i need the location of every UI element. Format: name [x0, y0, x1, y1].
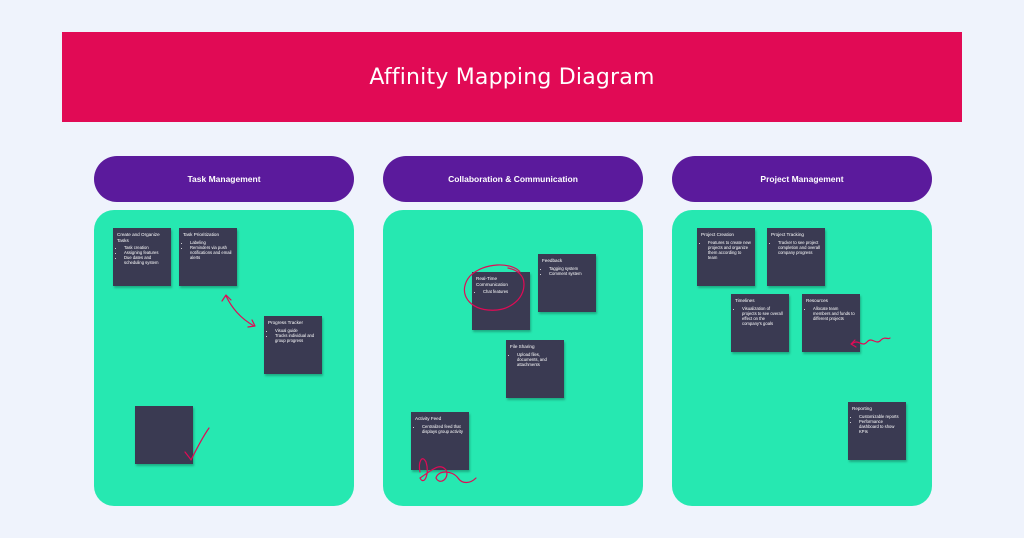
note-item: Due dates and scheduling system	[124, 255, 167, 265]
note-item: Features to create new projects and orga…	[708, 240, 751, 260]
note-title: Project Creation	[701, 232, 734, 237]
sticky-note-resources[interactable]: Resources Allocate team members and fund…	[802, 294, 860, 352]
note-item: Assigning features	[124, 250, 167, 255]
note-title: Task Prioritization	[183, 232, 219, 237]
note-item: Visual guide	[275, 328, 318, 333]
note-item: Tracks individual and group progress	[275, 333, 318, 343]
note-item: Allocate team members and funds to diffe…	[813, 306, 856, 321]
note-item: Task creation	[124, 245, 167, 250]
note-item: Reminders via push notifications and ema…	[190, 245, 233, 260]
note-title: Resources	[806, 298, 828, 303]
sticky-note-reporting[interactable]: Reporting Customizable reports Performan…	[848, 402, 906, 460]
sticky-note-project-creation[interactable]: Project Creation Features to create new …	[697, 228, 755, 286]
note-title: Real-Time Communication	[476, 276, 508, 287]
diagram-title: Affinity Mapping Diagram	[369, 64, 655, 90]
note-item: Visualization of projects to see overall…	[742, 306, 785, 326]
note-item: Customizable reports	[859, 414, 902, 419]
sticky-note-blank[interactable]	[135, 406, 193, 464]
note-title: Progress Tracker	[268, 320, 303, 325]
column-header-project-management: Project Management	[672, 156, 932, 202]
note-item: Performance dashboard to show KPIs	[859, 419, 902, 434]
note-title: Create and Organize Tasks	[117, 232, 160, 243]
column-header-collaboration: Collaboration & Communication	[383, 156, 643, 202]
sticky-note-file-sharing[interactable]: File Sharing Upload files, documents, an…	[506, 340, 564, 398]
note-item: Upload files, documents, and attachments	[517, 352, 560, 367]
title-banner: Affinity Mapping Diagram	[62, 32, 962, 122]
sticky-note-task-prioritization[interactable]: Task Prioritization Labeling Reminders v…	[179, 228, 237, 286]
note-item: Centralized feed that displays group act…	[422, 424, 465, 434]
sticky-note-feedback[interactable]: Feedback Tagging system Comment system	[538, 254, 596, 312]
note-title: File Sharing	[510, 344, 535, 349]
note-title: Reporting	[852, 406, 872, 411]
sticky-note-project-tracking[interactable]: Project Tracking Tracker to see project …	[767, 228, 825, 286]
note-title: Activity Feed	[415, 416, 442, 421]
sticky-note-activity-feed[interactable]: Activity Feed Centralized feed that disp…	[411, 412, 469, 470]
sticky-note-real-time-communication[interactable]: Real-Time Communication Chat features	[472, 272, 530, 330]
note-title: Timelines	[735, 298, 755, 303]
sticky-note-progress-tracker[interactable]: Progress Tracker Visual guide Tracks ind…	[264, 316, 322, 374]
note-title: Feedback	[542, 258, 563, 263]
note-item: Chat features	[483, 289, 526, 294]
sticky-note-timelines[interactable]: Timelines Visualization of projects to s…	[731, 294, 789, 352]
column-header-task-management: Task Management	[94, 156, 354, 202]
note-title: Project Tracking	[771, 232, 804, 237]
note-item: Tagging system	[549, 266, 592, 271]
sticky-note-create-organize-tasks[interactable]: Create and Organize Tasks Task creation …	[113, 228, 171, 286]
note-item: Comment system	[549, 271, 592, 276]
note-item: Labeling	[190, 240, 233, 245]
note-item: Tracker to see project completion and ov…	[778, 240, 821, 255]
